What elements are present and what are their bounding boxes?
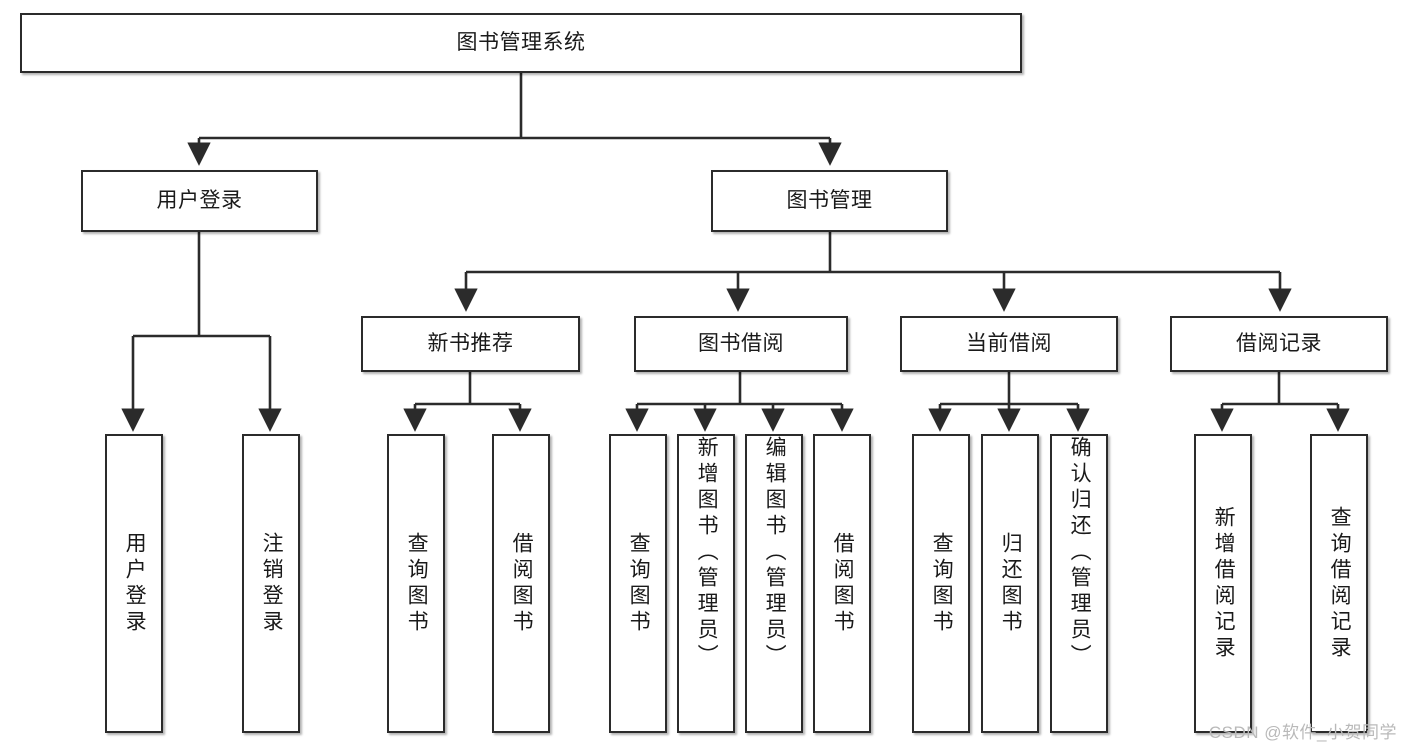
node-leaf-logout-label: 注销登录 [260, 531, 284, 636]
node-current-borrow-label: 当前借阅 [966, 331, 1052, 355]
csdn-watermark: CSDN @软件_小贺同学 [1208, 723, 1397, 742]
node-current-borrow[interactable]: 当前借阅 [900, 316, 1118, 372]
node-book-manage[interactable]: 图书管理 [711, 170, 948, 232]
node-user-login-label: 用户登录 [156, 188, 243, 212]
node-leaf-user-login[interactable]: 用户登录 [105, 434, 163, 733]
node-borrow-record-label: 借阅记录 [1236, 331, 1322, 355]
node-leaf-edit-book[interactable]: 编辑图书（管理员） [745, 434, 803, 733]
node-root-label: 图书管理系统 [456, 30, 586, 54]
node-leaf-query-book-2[interactable]: 查询图书 [609, 434, 667, 733]
node-leaf-query-book-3[interactable]: 查询图书 [912, 434, 970, 733]
node-leaf-return-book-label: 归还图书 [999, 531, 1023, 636]
node-leaf-add-book[interactable]: 新增图书（管理员） [677, 434, 735, 733]
node-root[interactable]: 图书管理系统 [20, 13, 1022, 73]
node-leaf-confirm-return-label: 确认归还（管理员） [1068, 436, 1092, 670]
node-leaf-add-book-label: 新增图书（管理员） [695, 436, 719, 670]
node-leaf-confirm-return[interactable]: 确认归还（管理员） [1050, 434, 1108, 733]
node-leaf-query-book-3-label: 查询图书 [930, 531, 954, 636]
node-leaf-borrow-book-1[interactable]: 借阅图书 [492, 434, 550, 733]
node-new-book-recommend-label: 新书推荐 [427, 331, 514, 355]
node-leaf-edit-book-label: 编辑图书（管理员） [763, 436, 787, 670]
node-user-login[interactable]: 用户登录 [81, 170, 318, 232]
node-leaf-query-book-2-label: 查询图书 [627, 531, 651, 636]
node-leaf-return-book[interactable]: 归还图书 [981, 434, 1039, 733]
node-leaf-query-record-label: 查询借阅记录 [1328, 505, 1352, 662]
node-leaf-query-book-1[interactable]: 查询图书 [387, 434, 445, 733]
node-leaf-user-login-label: 用户登录 [123, 531, 147, 636]
node-leaf-borrow-book-2-label: 借阅图书 [831, 531, 855, 636]
node-leaf-query-book-1-label: 查询图书 [405, 531, 429, 636]
node-leaf-borrow-book-1-label: 借阅图书 [510, 531, 534, 636]
node-borrow-record[interactable]: 借阅记录 [1170, 316, 1388, 372]
node-book-manage-label: 图书管理 [786, 188, 873, 212]
node-leaf-add-record-label: 新增借阅记录 [1212, 505, 1236, 662]
node-book-borrow[interactable]: 图书借阅 [634, 316, 848, 372]
node-book-borrow-label: 图书借阅 [698, 331, 784, 355]
node-new-book-recommend[interactable]: 新书推荐 [361, 316, 580, 372]
node-leaf-add-record[interactable]: 新增借阅记录 [1194, 434, 1252, 733]
node-leaf-query-record[interactable]: 查询借阅记录 [1310, 434, 1368, 733]
node-leaf-logout[interactable]: 注销登录 [242, 434, 300, 733]
node-leaf-borrow-book-2[interactable]: 借阅图书 [813, 434, 871, 733]
